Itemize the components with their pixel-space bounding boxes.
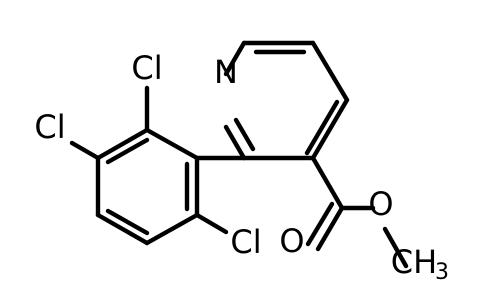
bond-carbonyl-c-o-double-inner bbox=[305, 201, 335, 247]
bond-aryl-c4-c5-double-inner bbox=[105, 208, 150, 236]
bond-aryl-c2-c3-double-inner bbox=[105, 137, 150, 165]
chlorine-label-ortho-prime: Cl bbox=[230, 223, 261, 261]
bond-c3-carbonyl-c bbox=[310, 155, 345, 211]
bond-ester-o-methyl bbox=[382, 226, 409, 269]
ester-oxygen-label: O bbox=[368, 185, 393, 223]
bond-c5-c4 bbox=[310, 40, 350, 103]
bond-aryl-c4-c5 bbox=[95, 212, 150, 246]
bond-aryl-c1-c2 bbox=[144, 127, 200, 161]
bond-aryl-c2-c3 bbox=[95, 127, 150, 161]
chlorine-label-meta: Cl bbox=[34, 108, 65, 146]
bond-aryl-c6-cl bbox=[194, 212, 229, 235]
methyl-label: CH bbox=[391, 243, 437, 281]
bond-n-c6 bbox=[223, 40, 247, 77]
bond-aryl-c5-c6 bbox=[144, 212, 200, 246]
bond-aryl-c3-cl bbox=[69, 140, 101, 161]
bond-carbonyl-c-o bbox=[315, 205, 345, 252]
bond-c2-n-double-inner bbox=[233, 117, 256, 152]
bond-c4-c3 bbox=[310, 97, 350, 161]
nitrogen-label: N bbox=[214, 53, 238, 91]
carbonyl-oxygen-label: O bbox=[279, 222, 304, 260]
methyl-subscript-label: 3 bbox=[435, 260, 449, 285]
bond-c2-n bbox=[223, 124, 247, 161]
bond-c4-c3-double-inner bbox=[304, 99, 340, 156]
chlorine-label-ortho: Cl bbox=[131, 49, 162, 87]
